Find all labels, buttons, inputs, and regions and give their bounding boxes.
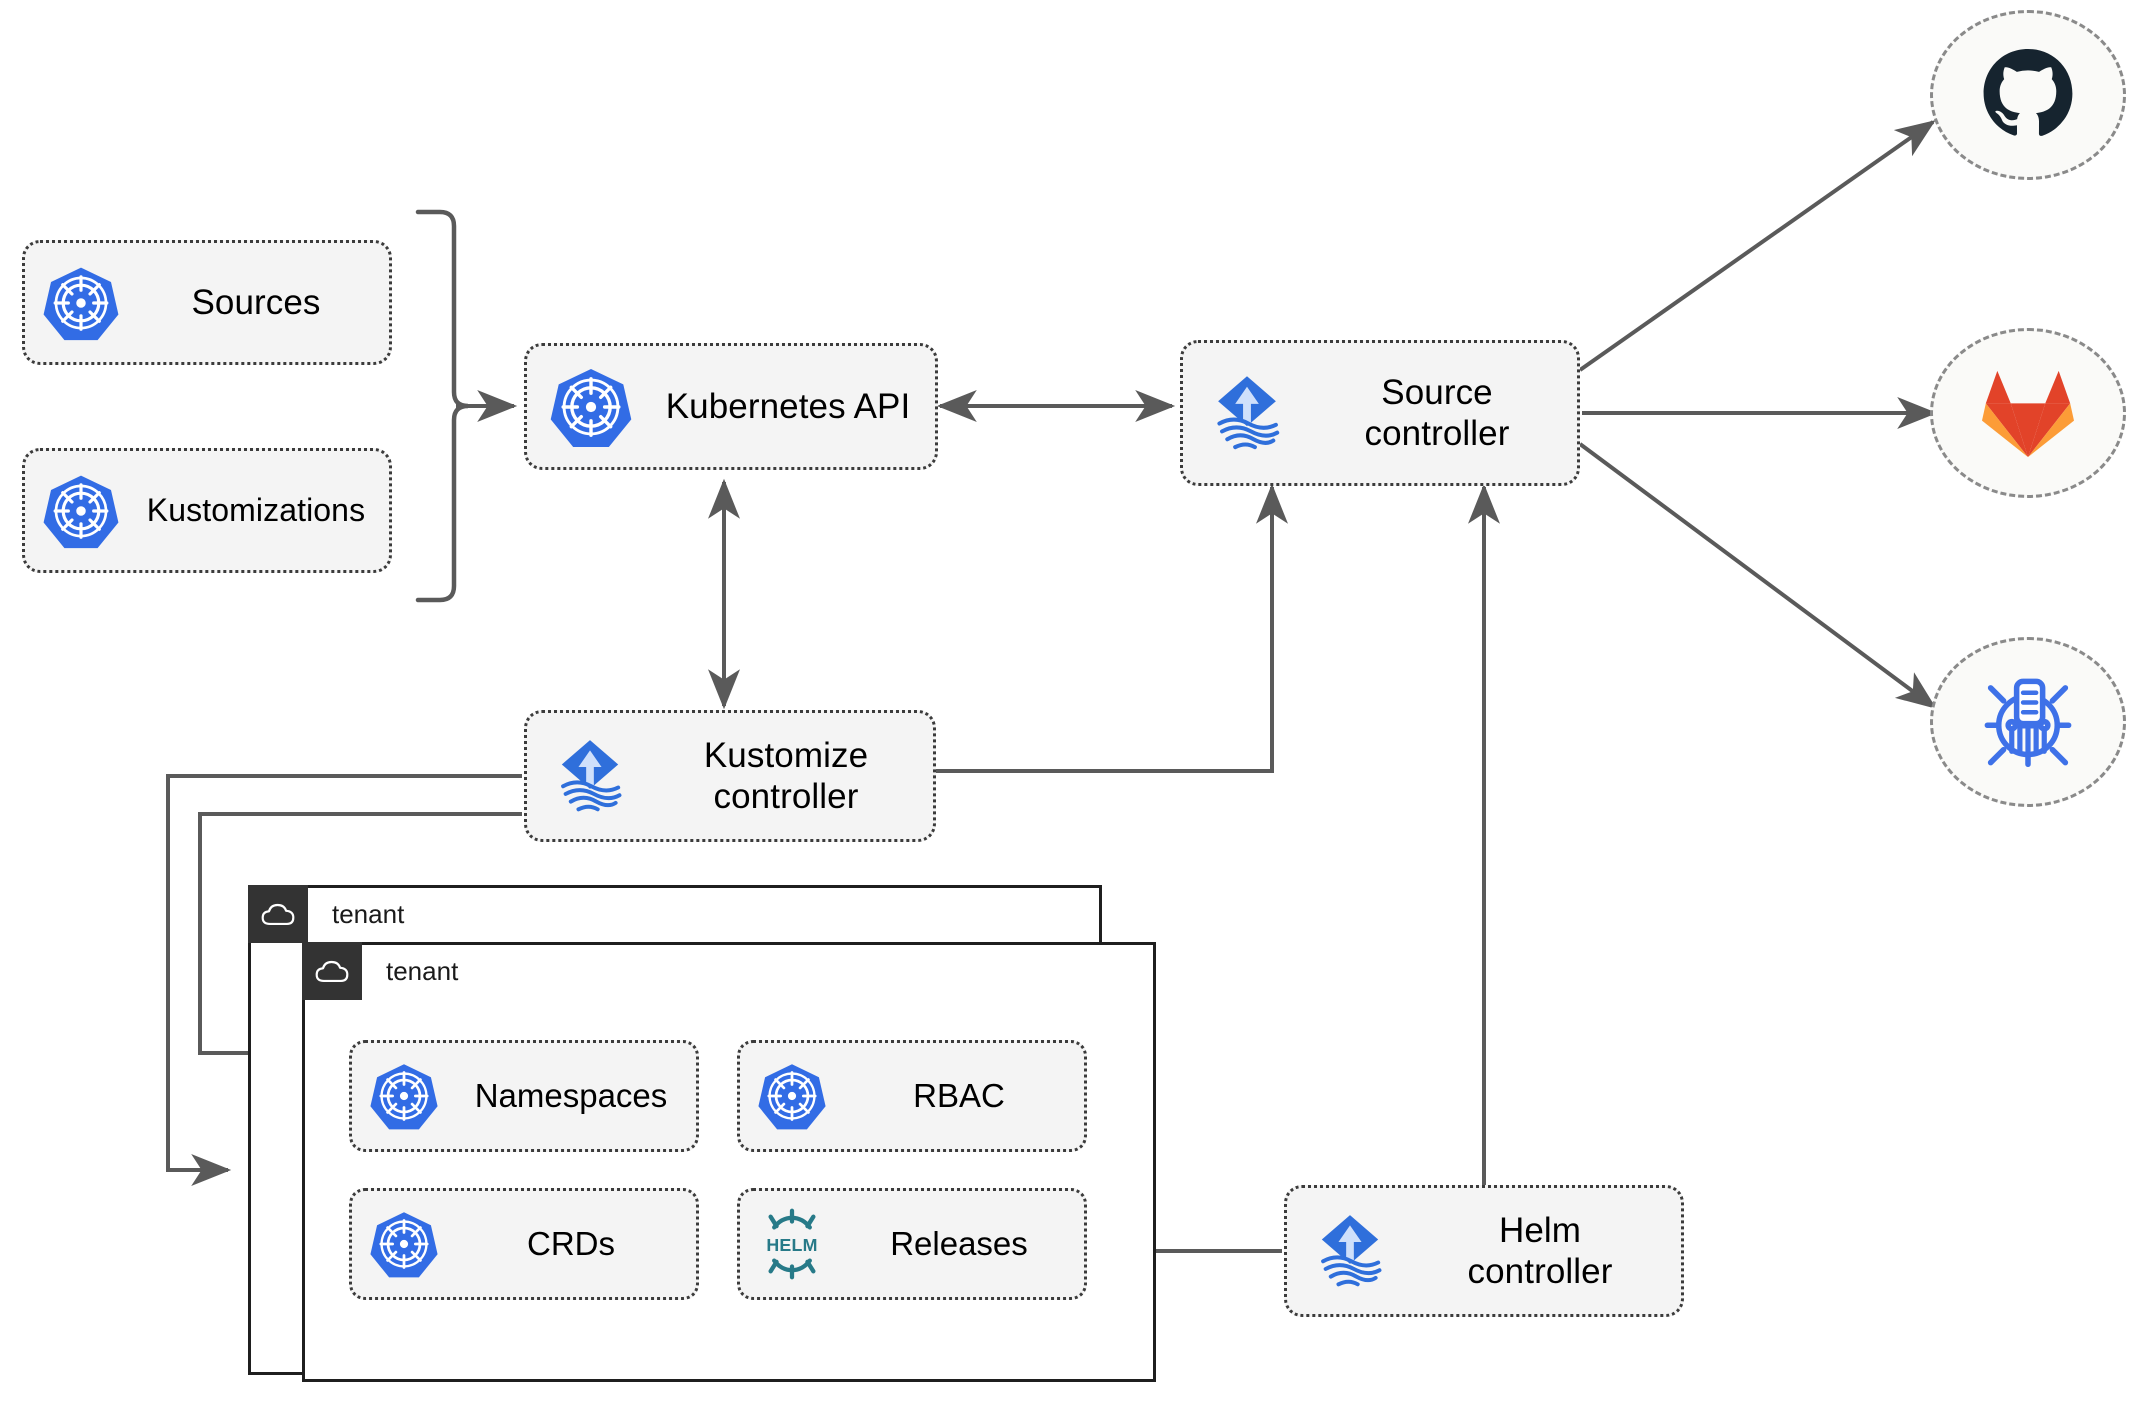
cell-rbac[interactable]: RBAC [737,1040,1087,1152]
node-kustomize-controller[interactable]: Kustomize controller [524,710,936,842]
cell-label: CRDs [527,1225,615,1262]
node-sources[interactable]: Sources [22,240,392,365]
endpoint-gitlab[interactable] [1930,328,2126,498]
node-label-line2: controller [1467,1252,1613,1291]
gitlab-icon [1982,370,2074,458]
github-icon [1983,49,2073,136]
node-label-line1: Kustomize [703,735,869,775]
cell-releases[interactable]: HELM Releases [737,1188,1087,1300]
node-label: Helm controller [1413,1210,1681,1293]
flux-icon [1287,1210,1413,1292]
node-label-line2: controller [1364,414,1510,453]
cell-label: Namespaces [474,1077,668,1114]
cloud-icon [248,885,308,943]
tenant-title: tenant [332,898,405,929]
node-label: Kustomizations [146,491,366,528]
node-kustomizations[interactable]: Kustomizations [22,448,392,573]
kubernetes-icon [25,264,137,342]
kubernetes-icon [25,472,137,550]
cloud-icon [302,942,362,1000]
node-label-line2: controller [713,777,859,816]
endpoint-helm-repository[interactable] [1930,637,2126,807]
node-label: Sources [191,282,321,322]
node-label: Source controller [1311,372,1577,455]
node-label: Kustomize controller [653,735,933,818]
kubernetes-icon [352,1209,456,1279]
node-source-controller[interactable]: Source controller [1180,340,1580,486]
cell-label: Releases [890,1225,1028,1262]
kubernetes-icon [352,1061,456,1131]
kubernetes-icon [740,1061,844,1131]
cell-label: RBAC [913,1077,1005,1114]
flux-icon [1183,371,1311,455]
helm-icon: HELM [740,1206,844,1282]
tenant-window-front[interactable]: tenant [302,942,1156,1382]
kubernetes-icon [527,365,655,449]
helm-repository-icon [1984,678,2072,768]
svg-text:HELM: HELM [766,1235,817,1255]
node-label: Kubernetes API [665,386,911,426]
node-kubernetes-api[interactable]: Kubernetes API [524,343,938,470]
node-label-line1: Source [1381,372,1493,412]
endpoint-github[interactable] [1930,10,2126,180]
tenant-title: tenant [386,955,459,986]
flux-icon [527,735,653,817]
tenant-titlebar: tenant [302,942,458,1000]
cell-crds[interactable]: CRDs [349,1188,699,1300]
node-label-line1: Helm [1498,1210,1582,1250]
node-helm-controller[interactable]: Helm controller [1284,1185,1684,1317]
cell-namespaces[interactable]: Namespaces [349,1040,699,1152]
tenant-titlebar: tenant [248,885,404,943]
